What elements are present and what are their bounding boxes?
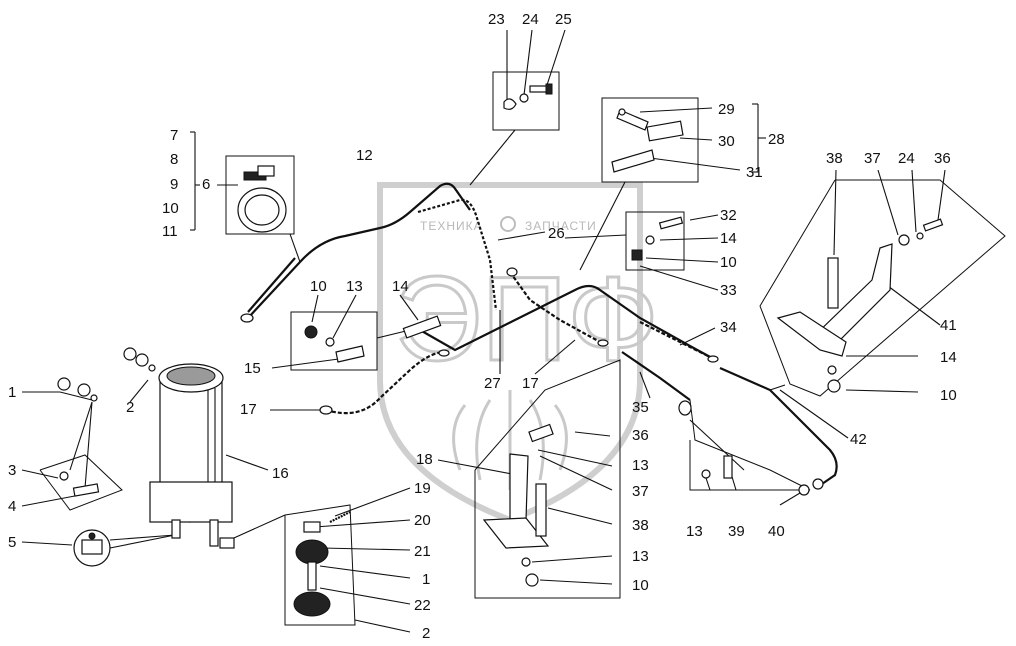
stud-assembly-19-22 — [293, 511, 351, 617]
label-27: 27 — [484, 375, 501, 392]
label-40: 40 — [768, 523, 785, 540]
label-28: 28 — [768, 131, 785, 148]
label-37-a: 37 — [864, 150, 881, 167]
label-13-c: 13 — [632, 548, 649, 565]
label-36-b: 36 — [632, 427, 649, 444]
label-1: 1 — [8, 384, 16, 401]
parts-13-39-40 — [701, 455, 810, 496]
callout-labels: 23 24 25 29 30 31 28 7 8 9 6 10 11 12 32… — [8, 11, 957, 642]
label-10-top: 10 — [162, 200, 179, 217]
label-38-a: 38 — [826, 150, 843, 167]
label-37-b: 37 — [632, 483, 649, 500]
label-14-c: 14 — [940, 349, 957, 366]
label-10-d: 10 — [632, 577, 649, 594]
parts-13-10-15 — [304, 315, 442, 363]
leader-lines — [21, 29, 1006, 633]
label-2-b: 2 — [422, 625, 430, 642]
label-8: 8 — [170, 151, 178, 168]
label-17-b: 17 — [522, 375, 539, 392]
parts-23-25 — [503, 83, 553, 110]
label-41: 41 — [940, 317, 957, 334]
label-13-a: 13 — [346, 278, 363, 295]
parts-32-14-10 — [631, 216, 684, 261]
label-17-a: 17 — [240, 401, 257, 418]
label-20: 20 — [414, 512, 431, 529]
label-35: 35 — [632, 399, 649, 416]
bracket-41 — [776, 218, 944, 393]
label-39: 39 — [728, 523, 745, 540]
label-42: 42 — [850, 431, 867, 448]
center-bracket-18-38 — [482, 423, 554, 587]
hoses-and-pipes — [240, 182, 838, 490]
label-23: 23 — [488, 11, 505, 28]
label-9: 9 — [170, 176, 178, 193]
label-36-a: 36 — [934, 150, 951, 167]
watermark-company-right: ЗАПЧАСТИ — [525, 219, 597, 233]
label-3: 3 — [8, 462, 16, 479]
label-10-a: 10 — [720, 254, 737, 271]
label-34: 34 — [720, 319, 737, 336]
left-small-parts — [57, 347, 156, 567]
label-33: 33 — [720, 282, 737, 299]
label-21: 21 — [414, 543, 431, 560]
label-4: 4 — [8, 498, 16, 515]
parts-29-31 — [611, 108, 684, 173]
label-15: 15 — [244, 360, 261, 377]
label-18: 18 — [416, 451, 433, 468]
label-19: 19 — [414, 480, 431, 497]
label-32: 32 — [720, 207, 737, 224]
label-1-b: 1 — [422, 571, 430, 588]
clamp-6 — [237, 165, 287, 233]
label-13-b: 13 — [632, 457, 649, 474]
label-31: 31 — [746, 164, 763, 181]
label-24-b: 24 — [898, 150, 915, 167]
label-14-a: 14 — [720, 230, 737, 247]
label-25: 25 — [555, 11, 572, 28]
label-16: 16 — [272, 465, 289, 482]
label-22: 22 — [414, 597, 431, 614]
label-10-c: 10 — [940, 387, 957, 404]
label-13-d: 13 — [686, 523, 703, 540]
label-2: 2 — [126, 399, 134, 416]
watermark-company-left: ТЕХНИКА — [420, 219, 483, 233]
label-5: 5 — [8, 534, 16, 551]
gear-icon — [500, 216, 516, 232]
label-11: 11 — [162, 223, 178, 240]
label-10-b: 10 — [310, 278, 327, 295]
filter-cylinder-16 — [149, 363, 235, 549]
label-26: 26 — [548, 225, 565, 242]
label-29: 29 — [718, 101, 735, 118]
label-7: 7 — [170, 127, 178, 144]
label-30: 30 — [718, 133, 735, 150]
label-12: 12 — [356, 147, 373, 164]
label-38-b: 38 — [632, 517, 649, 534]
label-14-b: 14 — [392, 278, 409, 295]
label-24: 24 — [522, 11, 539, 28]
label-6: 6 — [202, 176, 210, 193]
